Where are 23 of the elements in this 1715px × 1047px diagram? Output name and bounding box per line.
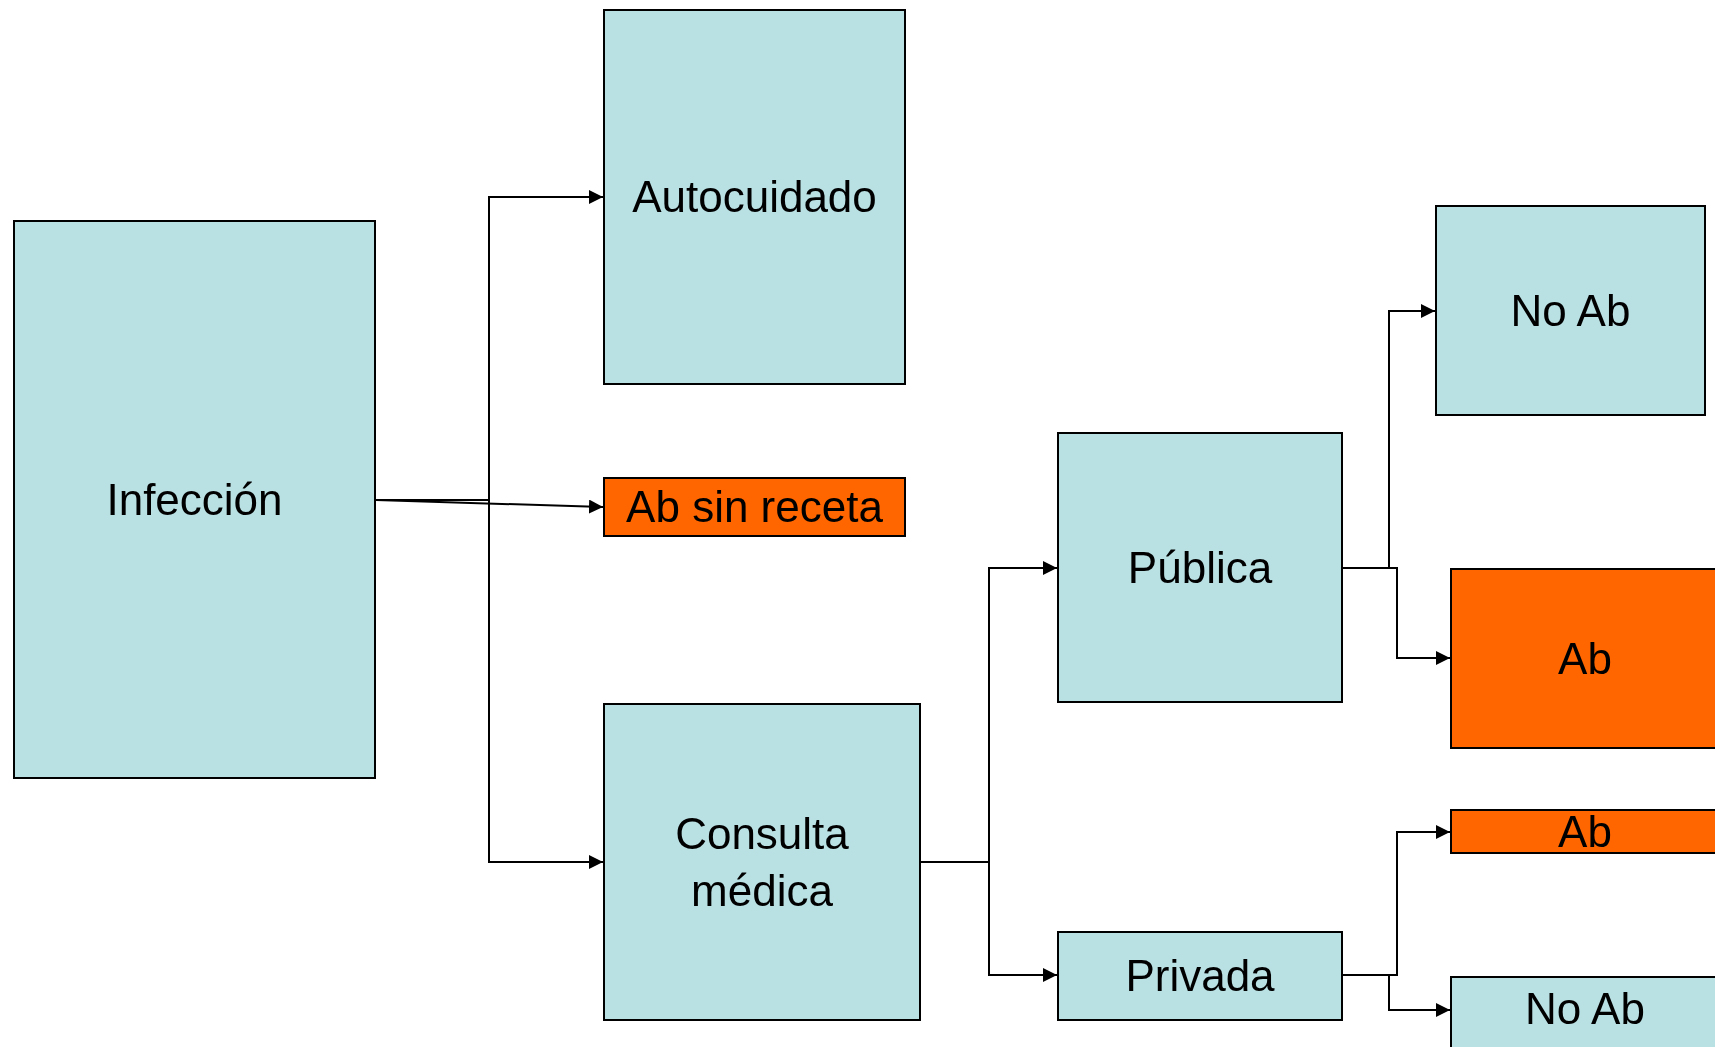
highlight-box (1450, 809, 1715, 854)
node-label: Pública (1127, 541, 1273, 594)
arrow (1342, 974, 1451, 1017)
process-box (603, 9, 906, 385)
node-label: Ab (1558, 632, 1612, 685)
process-box (1057, 931, 1343, 1021)
process-box (603, 703, 921, 1021)
node-label: No Ab (1510, 284, 1631, 337)
process-box (1057, 432, 1343, 703)
process-box (1450, 976, 1715, 1047)
arrow (1342, 567, 1451, 665)
process-box (13, 220, 376, 779)
node-label: Ab sin receta (626, 481, 883, 534)
node-label: Ab (1558, 805, 1612, 858)
highlight-box (1450, 568, 1715, 749)
arrow (920, 861, 1058, 982)
node-label: Consulta médica (674, 807, 850, 917)
node-label: No Ab (1525, 983, 1645, 1036)
node-label: Privada (1125, 950, 1275, 1003)
process-box (1435, 205, 1706, 416)
node-label: Autocuidado (632, 171, 877, 224)
highlight-box (603, 477, 906, 537)
node-label: Infección (106, 473, 283, 526)
